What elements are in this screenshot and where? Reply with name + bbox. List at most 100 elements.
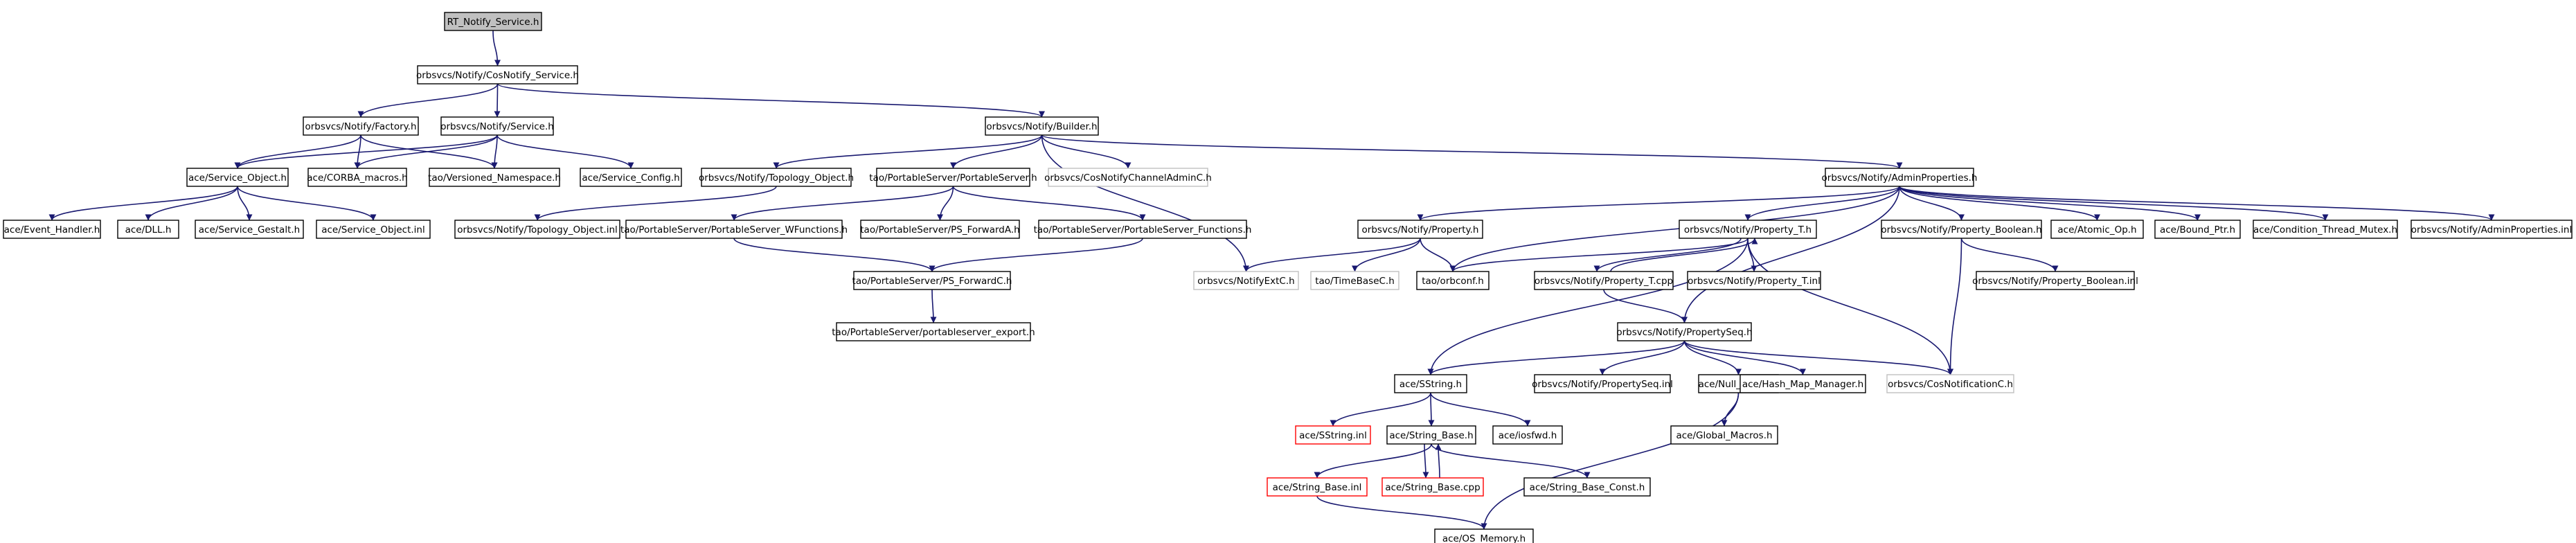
node-ace-condition-thread-mutex-h[interactable]: ace/Condition_Thread_Mutex.h (2253, 220, 2398, 239)
node-tao-portableserver-ps-forwarda-h[interactable]: tao/PortableServer/PS_ForwardA.h (860, 220, 1020, 239)
edge-orbsvcs-notify-topology-object-h-to-orbsvcs-notify-topology-object-inl (534, 186, 777, 221)
edge-orbsvcs-notify-property-h-to-orbsvcs-notifyextc-h (1243, 238, 1421, 272)
node-box (1394, 374, 1467, 393)
node-ace-atomic-op-h[interactable]: ace/Atomic_Op.h (2050, 220, 2144, 239)
node-tao-portableserver-portableserver-export-h[interactable]: tao/PortableServer/portableserver_export… (832, 322, 1035, 341)
node-box (1534, 271, 1674, 290)
node-tao-portableserver-portableserver-wfunctions-h[interactable]: tao/PortableServer/PortableServer_WFunct… (620, 220, 848, 239)
node-orbsvcs-notify-topology-object-h[interactable]: orbsvcs/Notify/Topology_Object.h (699, 168, 854, 187)
node-ace-sstring-inl[interactable]: ace/SString.inl (1295, 425, 1371, 445)
node-ace-sstring-h[interactable]: ace/SString.h (1394, 374, 1467, 393)
node-ace-service-gestalt-h[interactable]: ace/Service_Gestalt.h (195, 220, 304, 239)
edge-orbsvcs-notify-adminproperties-h-to-orbsvcs-notify-property-h (1417, 186, 1900, 221)
edge-rt-notify-service-h-to-orbsvcs-notify-cosnotify-service-h (492, 30, 501, 66)
node-orbsvcs-notifyextc-h[interactable]: orbsvcs/NotifyExtC.h (1193, 271, 1299, 290)
node-label: tao/PortableServer/portableserver_export… (832, 327, 1035, 338)
node-orbsvcs-notify-property-t-cpp[interactable]: orbsvcs/Notify/Property_T.cpp (1534, 271, 1674, 290)
node-ace-bound-ptr-h[interactable]: ace/Bound_Ptr.h (2154, 220, 2241, 239)
node-box (1886, 374, 2014, 393)
node-ace-hash-map-manager-h[interactable]: ace/Hash_Map_Manager.h (1739, 374, 1866, 393)
node-orbsvcs-notify-cosnotify-service-h[interactable]: orbsvcs/Notify/CosNotify_Service.h (416, 65, 579, 84)
edge-orbsvcs-notify-propertyseq-h-to-ace-hash-map-manager-h (1683, 340, 1806, 375)
edge-orbsvcs-notify-cosnotify-service-h-to-orbsvcs-notify-service-h (494, 83, 501, 118)
edge-ace-string-base-h-to-ace-string-base-cpp (1422, 443, 1429, 479)
node-orbsvcs-cosnotifychanneladminc-h[interactable]: orbsvcs/CosNotifyChannelAdminC.h (1044, 168, 1212, 187)
node-label: orbsvcs/Notify/Topology_Object.h (699, 172, 854, 184)
edge-ace-sstring-h-to-ace-sstring-inl (1330, 392, 1431, 427)
node-orbsvcs-notify-service-h[interactable]: orbsvcs/Notify/Service.h (440, 116, 554, 136)
edge-layer (48, 30, 2495, 530)
node-box (1739, 374, 1866, 393)
node-box (1976, 271, 2135, 290)
node-tao-timebasec-h[interactable]: tao/TimeBaseC.h (1310, 271, 1399, 290)
node-label: orbsvcs/Notify/PropertySeq.h (1616, 327, 1752, 338)
node-ace-iosfwd-h[interactable]: ace/iosfwd.h (1492, 425, 1563, 445)
node-tao-portableserver-portableserver-h[interactable]: tao/PortableServer/PortableServer.h (869, 168, 1037, 187)
node-orbsvcs-notify-factory-h[interactable]: orbsvcs/Notify/Factory.h (303, 116, 419, 136)
node-box (307, 168, 407, 187)
node-box (1679, 220, 1817, 239)
node-ace-string-base-cpp[interactable]: ace/String_Base.cpp (1381, 477, 1484, 497)
edge-orbsvcs-notify-factory-h-to-ace-service-object-h (234, 134, 361, 169)
node-label: ace/Hash_Map_Manager.h (1742, 379, 1863, 390)
edge-ace-string-base-h-to-ace-string-base-inl (1314, 443, 1432, 479)
node-box (303, 116, 419, 136)
node-box (625, 220, 843, 239)
node-label: orbsvcs/Notify/Property_T.h (1684, 224, 1812, 235)
node-ace-dll-h[interactable]: ace/DLL.h (117, 220, 179, 239)
node-box (1357, 220, 1483, 239)
node-box (454, 220, 620, 239)
edge-orbsvcs-notify-property-h-to-tao-orbconf-h (1420, 238, 1456, 272)
edge-orbsvcs-notify-propertyseq-h-to-ace-null-mutex-h (1683, 340, 1742, 375)
edge-orbsvcs-notify-property-t-cpp-to-orbsvcs-notify-property-t-h (1610, 238, 1758, 272)
node-tao-orbconf-h[interactable]: tao/orbconf.h (1416, 271, 1490, 290)
node-box (876, 168, 1030, 187)
node-orbsvcs-notify-propertyseq-inl[interactable]: orbsvcs/Notify/PropertySeq.inl (1532, 374, 1673, 393)
node-ace-string-base-inl[interactable]: ace/String_Base.inl (1267, 477, 1368, 497)
node-orbsvcs-notify-property-boolean-h[interactable]: orbsvcs/Notify/Property_Boolean.h (1881, 220, 2042, 239)
node-tao-portableserver-ps-forwardc-h[interactable]: tao/PortableServer/PS_ForwardC.h (852, 271, 1012, 290)
node-box (1523, 477, 1651, 497)
edge-ace-service-object-h-to-ace-service-gestalt-h (237, 186, 253, 221)
node-orbsvcs-notify-topology-object-inl[interactable]: orbsvcs/Notify/Topology_Object.inl (454, 220, 620, 239)
node-ace-string-base-h[interactable]: ace/String_Base.h (1386, 425, 1476, 445)
node-orbsvcs-cosnotificationc-h[interactable]: orbsvcs/CosNotificationC.h (1886, 374, 2014, 393)
node-ace-string-base-const-h[interactable]: ace/String_Base_Const.h (1523, 477, 1651, 497)
node-box (1193, 271, 1299, 290)
node-orbsvcs-notify-adminproperties-inl[interactable]: orbsvcs/Notify/AdminProperties.inl (2410, 220, 2573, 239)
node-box (186, 168, 289, 187)
node-tao-portableserver-portableserver-functions-h[interactable]: tao/PortableServer/PortableServer_Functi… (1034, 220, 1252, 239)
node-ace-global-macros-h[interactable]: ace/Global_Macros.h (1670, 425, 1778, 445)
node-orbsvcs-notify-propertyseq-h[interactable]: orbsvcs/Notify/PropertySeq.h (1616, 322, 1753, 341)
node-label: tao/PortableServer/PS_ForwardC.h (852, 276, 1012, 287)
node-orbsvcs-notify-adminproperties-h[interactable]: orbsvcs/Notify/AdminProperties.h (1822, 168, 1978, 187)
node-ace-service-object-inl[interactable]: ace/Service_Object.inl (316, 220, 431, 239)
node-orbsvcs-notify-builder-h[interactable]: orbsvcs/Notify/Builder.h (985, 116, 1099, 136)
node-orbsvcs-notify-property-h[interactable]: orbsvcs/Notify/Property.h (1357, 220, 1483, 239)
node-orbsvcs-notify-property-t-inl[interactable]: orbsvcs/Notify/Property_T.inl (1687, 271, 1821, 290)
node-tao-versioned-namespace-h[interactable]: tao/Versioned_Namespace.h (428, 168, 561, 187)
edge-orbsvcs-notify-adminproperties-h-to-orbsvcs-notify-property-boolean-h (1899, 186, 1965, 221)
node-label: ace/SString.inl (1299, 430, 1367, 441)
node-orbsvcs-notify-property-t-h[interactable]: orbsvcs/Notify/Property_T.h (1679, 220, 1817, 239)
edge-orbsvcs-notify-adminproperties-h-to-tao-orbconf-h (1449, 186, 1900, 272)
edge-orbsvcs-notify-builder-h-to-orbsvcs-notify-topology-object-h (773, 134, 1043, 169)
node-label: orbsvcs/Notify/Property.h (1362, 224, 1479, 235)
node-box (1381, 477, 1484, 497)
node-box (1038, 220, 1247, 239)
node-ace-service-object-h[interactable]: ace/Service_Object.h (186, 168, 289, 187)
node-label: tao/PortableServer/PortableServer.h (869, 172, 1037, 184)
node-ace-service-config-h[interactable]: ace/Service_Config.h (580, 168, 682, 187)
edge-orbsvcs-notify-service-h-to-ace-service-config-h (497, 134, 634, 169)
node-orbsvcs-notify-property-boolean-inl[interactable]: orbsvcs/Notify/Property_Boolean.inl (1972, 271, 2138, 290)
node-box (701, 168, 852, 187)
node-rt-notify-service-h[interactable]: RT_Notify_Service.h (444, 12, 542, 31)
node-ace-os-memory-h[interactable]: ace/OS_Memory.h (1434, 528, 1534, 543)
node-label: ace/DLL.h (125, 224, 172, 235)
node-ace-corba-macros-h[interactable]: ace/CORBA_macros.h (307, 168, 408, 187)
node-ace-event-handler-h[interactable]: ace/Event_Handler.h (3, 220, 101, 239)
node-label: tao/Versioned_Namespace.h (428, 172, 561, 184)
node-label: tao/TimeBaseC.h (1315, 276, 1395, 287)
edge-orbsvcs-notify-service-h-to-ace-corba-macros-h (354, 134, 498, 169)
edge-tao-portableserver-portableserver-h-to-tao-portableserver-portableserver-wfunctions-h (731, 186, 954, 221)
